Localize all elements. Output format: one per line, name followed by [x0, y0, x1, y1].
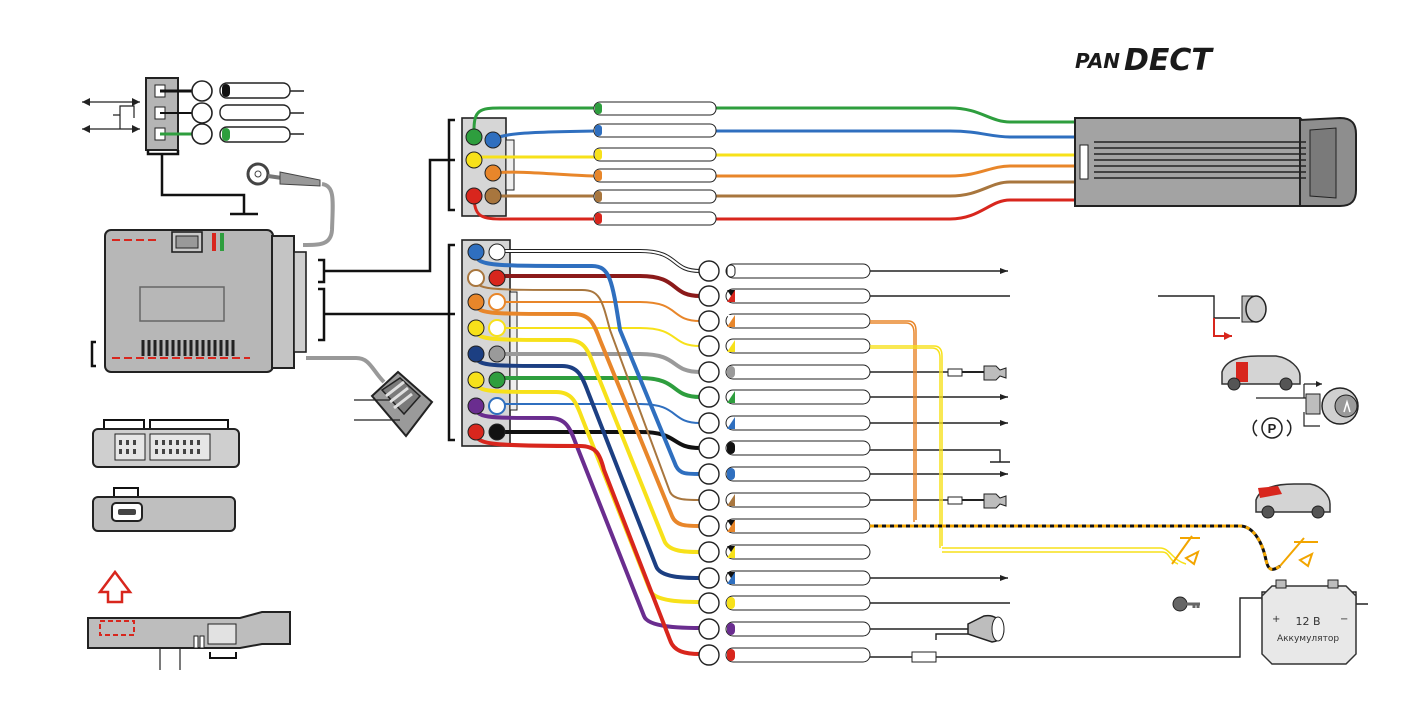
car-door-icon [1222, 356, 1300, 390]
battery-minus: − [1340, 614, 1348, 625]
tube-row [699, 413, 1008, 433]
usb-plug [354, 372, 432, 436]
lock-wires [870, 321, 1200, 564]
tube-row [699, 438, 1010, 462]
main-wires [476, 251, 700, 654]
top-connector [449, 118, 514, 216]
pandect-logo: PAN DECT [1075, 43, 1214, 78]
logo-pan: PAN [1075, 49, 1120, 73]
fuse-icon [912, 652, 936, 662]
car-hood-icon [1256, 484, 1330, 518]
usb-port-view [93, 488, 235, 531]
plug-terminal [948, 494, 1006, 508]
top-wires [474, 108, 1075, 219]
tube-row [699, 387, 1008, 407]
top-wire-tubes [594, 102, 716, 225]
logo-dect: DECT [1124, 43, 1214, 78]
tube-row [699, 542, 870, 562]
tube-row [699, 593, 1010, 613]
tube-row [699, 261, 1008, 281]
connector-side-view [93, 420, 239, 467]
tube-row [699, 464, 1008, 484]
small-connector [82, 78, 304, 214]
ignition-key-icon [1173, 597, 1200, 611]
main-unit [92, 160, 455, 382]
battery-voltage: 12 В [1295, 615, 1320, 628]
tube-row [699, 568, 1008, 588]
battery-icon: + − 12 В Аккумулятор [1262, 580, 1368, 664]
battery-label: Аккумулятор [1277, 634, 1339, 644]
tube-row [699, 362, 948, 382]
small-pin-2 [192, 103, 212, 123]
parking-brake-icon: P [1253, 418, 1291, 438]
tube-row [699, 311, 870, 331]
tube-row [699, 336, 870, 356]
tube-row [699, 619, 970, 639]
tube-row [699, 490, 948, 510]
plug-terminal [948, 366, 1006, 380]
remote-module [1075, 118, 1356, 206]
unit-side-view [88, 612, 290, 670]
parking-letter: P [1268, 421, 1277, 436]
tube-row [699, 516, 870, 536]
buzzer-icon [1158, 296, 1266, 340]
up-arrow-icon [100, 572, 130, 602]
small-pin-1 [192, 81, 212, 101]
small-pin-3 [192, 124, 212, 144]
battery-plus: + [1272, 614, 1280, 625]
tube-row [699, 286, 1010, 306]
